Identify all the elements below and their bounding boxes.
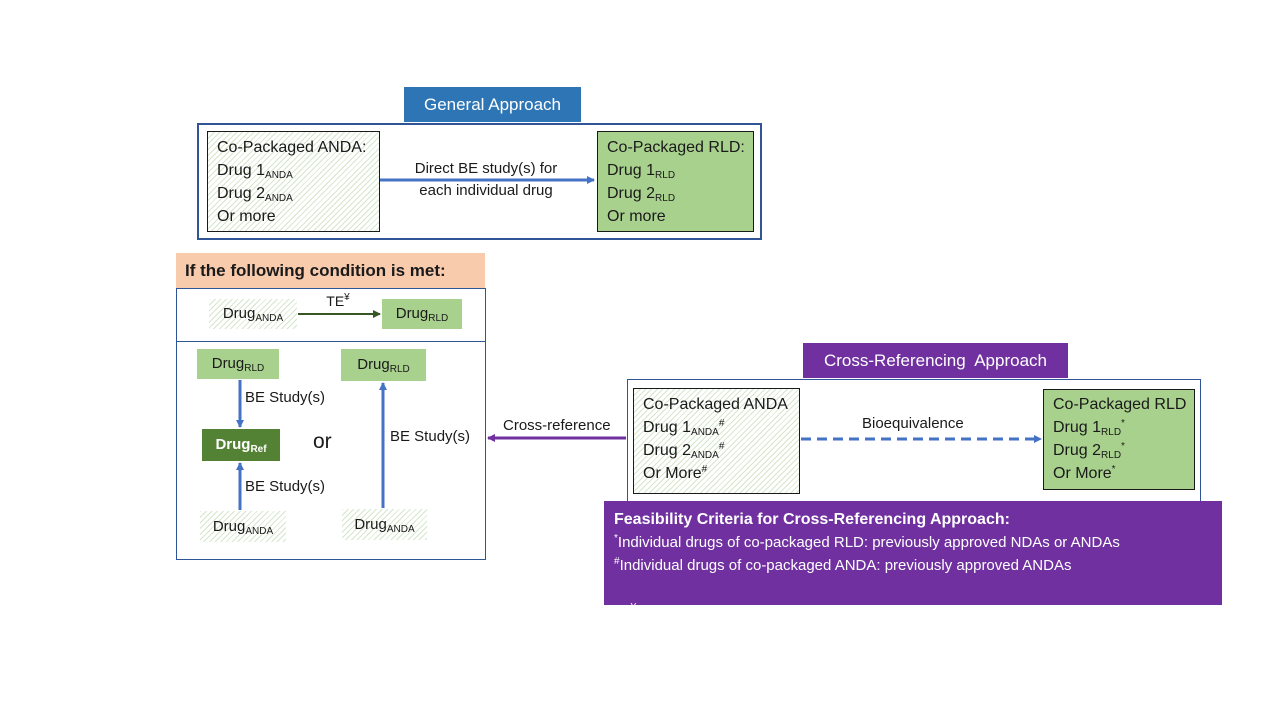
cross-rld-box: Co-Packaged RLD Drug 1RLD* Drug 2RLD* Or… (1043, 389, 1195, 490)
general-anda-more: Or more (217, 208, 276, 225)
cross-anda-drug2: Drug 2ANDA# (643, 441, 725, 461)
cross-rld-drug1: Drug 1RLD* (1053, 418, 1125, 438)
cross-reference-label: Cross-reference (503, 417, 611, 434)
criteria-item-rld: *Individual drugs of co-packaged RLD: pr… (614, 533, 1120, 552)
feasibility-criteria-title: Feasibility Criteria for Cross-Referenci… (614, 511, 1010, 528)
condition-study-panel (176, 341, 486, 560)
cross-anda-drug1: Drug 1ANDA# (643, 418, 725, 438)
criteria-item-anda: #Individual drugs of co-packaged ANDA: p… (614, 556, 1072, 575)
left-be-study-bottom: BE Study(s) (245, 478, 326, 495)
right-drug-rld: DrugRLD (341, 349, 426, 381)
general-arrow-label: Direct BE study(s) for each individual d… (392, 158, 580, 202)
general-anda-drug1: Drug 1ANDA (217, 162, 293, 181)
left-be-study-top: BE Study(s) (245, 389, 326, 406)
general-anda-heading: Co-Packaged ANDA: (217, 139, 367, 156)
cross-approach-title-text: Cross-Referencing Approach (823, 351, 1047, 370)
cross-rld-heading: Co-Packaged RLD (1053, 396, 1187, 413)
te-drug-rld: DrugRLD (382, 299, 462, 329)
cross-rld-drug2: Drug 2RLD* (1053, 441, 1125, 461)
left-drug-anda: DrugANDA (200, 511, 286, 542)
cross-anda-box: Co-Packaged ANDA Drug 1ANDA# Drug 2ANDA#… (633, 388, 800, 494)
general-rld-more: Or more (607, 208, 666, 225)
general-approach-title: General Approach (404, 87, 581, 122)
condition-title: If the following condition is met: (176, 253, 485, 288)
general-rld-heading: Co-Packaged RLD: (607, 139, 745, 156)
right-drug-anda: DrugANDA (342, 509, 427, 540)
general-anda-box: Co-Packaged ANDA: Drug 1ANDA Drug 2ANDA … (207, 131, 380, 232)
te-label: TE¥ (326, 292, 350, 310)
right-be-study: BE Study(s) (390, 428, 471, 445)
criteria-item-te: ¥ Individual drugs of co-packaged RLD an… (630, 602, 1160, 621)
general-rld-box: Co-Packaged RLD: Drug 1RLD Drug 2RLD Or … (597, 131, 754, 232)
cross-approach-title: Cross-Referencing Approach (803, 343, 1068, 378)
feasibility-criteria-box: Feasibility Criteria for Cross-Referenci… (604, 501, 1222, 620)
general-arrow-label-line2: each individual drug (419, 182, 553, 199)
cross-anda-more: Or More# (643, 464, 708, 483)
te-drug-anda: DrugANDA (209, 299, 297, 329)
cross-anda-heading: Co-Packaged ANDA (643, 396, 788, 413)
left-drug-rld: DrugRLD (197, 349, 279, 379)
general-anda-drug2: Drug 2ANDA (217, 185, 293, 204)
general-approach-title-text: General Approach (423, 95, 562, 114)
general-arrow-label-line1: Direct BE study(s) for (414, 160, 558, 177)
bioequivalence-label: Bioequivalence (862, 415, 964, 432)
cross-rld-more: Or More* (1053, 464, 1116, 483)
general-approach-panel (197, 123, 762, 240)
condition-title-text: If the following condition is met: (185, 261, 446, 280)
or-label: or (313, 430, 332, 453)
drug-ref-box: DrugRef (202, 429, 280, 461)
general-rld-drug1: Drug 1RLD (607, 162, 676, 181)
general-rld-drug2: Drug 2RLD (607, 185, 676, 204)
